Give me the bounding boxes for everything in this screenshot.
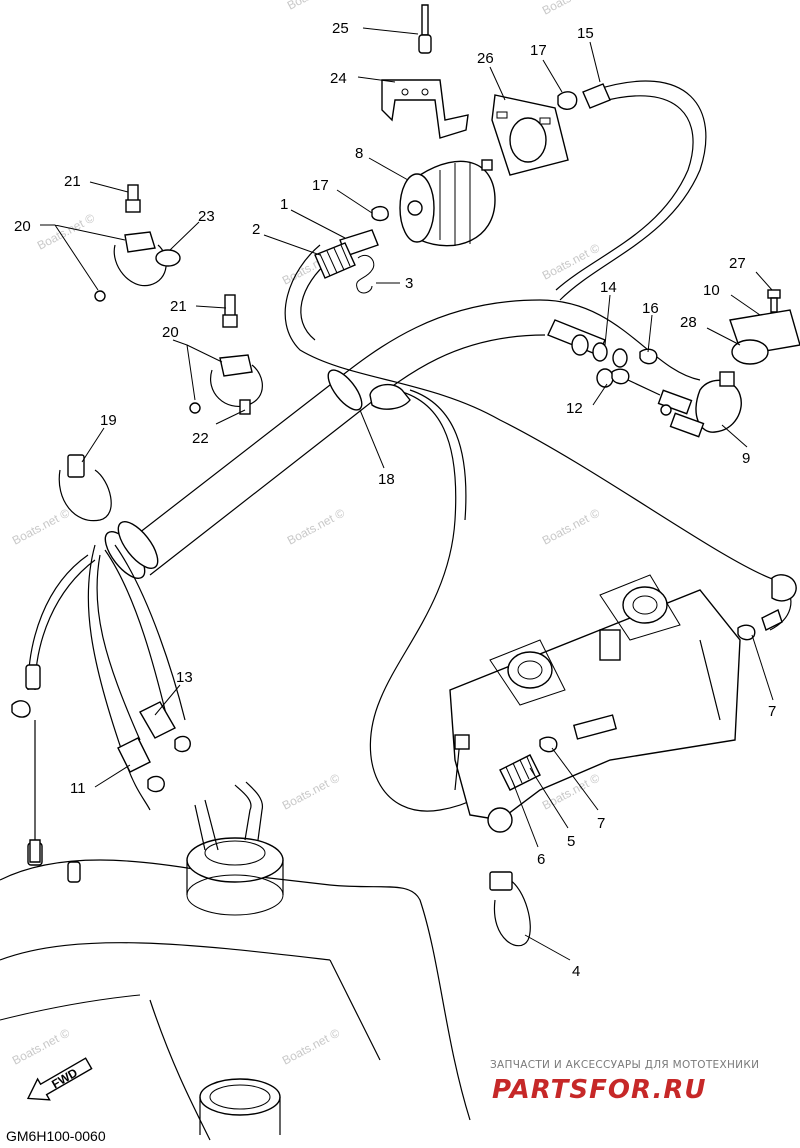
callout-17: 17 xyxy=(312,177,329,194)
callout-11: 11 xyxy=(70,780,86,797)
watermark: Boats.net © xyxy=(540,241,602,283)
callout-16: 16 xyxy=(642,300,659,317)
callout-18: 18 xyxy=(378,471,395,488)
watermark: Boats.net © xyxy=(10,506,72,548)
callout-20: 20 xyxy=(162,324,179,341)
callout-21: 21 xyxy=(170,298,187,315)
callout-8: 8 xyxy=(355,145,363,162)
diagram-code: GM6H100-0060 xyxy=(6,1128,106,1144)
leader-lines xyxy=(40,27,774,961)
callout-23: 23 xyxy=(198,208,215,225)
callout-9: 9 xyxy=(742,450,750,467)
callout-7: 7 xyxy=(768,703,776,720)
brand-subtitle: ЗАПЧАСТИ И АКСЕССУАРЫ ДЛЯ МОТОТЕХНИКИ xyxy=(490,1059,759,1071)
watermark: Boats.net © xyxy=(10,1026,72,1068)
callout-13: 13 xyxy=(176,669,193,686)
callout-6: 6 xyxy=(537,851,545,868)
callout-17: 17 xyxy=(530,42,547,59)
fwd-arrow: FWD xyxy=(26,1057,93,1101)
callout-26: 26 xyxy=(477,50,494,67)
callout-4: 4 xyxy=(572,963,580,980)
callout-24: 24 xyxy=(330,70,347,87)
callout-27: 27 xyxy=(729,255,746,272)
watermark: Boats.net © xyxy=(280,1026,342,1068)
callout-10: 10 xyxy=(703,282,720,299)
callout-2: 2 xyxy=(252,221,260,238)
callout-5: 5 xyxy=(567,833,575,850)
callout-28: 28 xyxy=(680,314,697,331)
callouts: 25 24 26 17 15 8 17 1 2 3 21 20 23 21 20… xyxy=(14,20,776,980)
watermark: Boats.net © xyxy=(540,0,602,18)
callout-21: 21 xyxy=(64,173,81,190)
callout-22: 22 xyxy=(192,430,209,447)
callout-3: 3 xyxy=(405,275,413,292)
watermark: Boats.net © xyxy=(280,771,342,813)
brand-logo: ЗАПЧАСТИ И АКСЕССУАРЫ ДЛЯ МОТОТЕХНИКИ PA… xyxy=(490,1059,759,1105)
callout-15: 15 xyxy=(577,25,594,42)
callout-7: 7 xyxy=(597,815,605,832)
watermark: Boats.net © xyxy=(540,506,602,548)
callout-20: 20 xyxy=(14,218,31,235)
callout-25: 25 xyxy=(332,20,349,37)
callout-19: 19 xyxy=(100,412,117,429)
callout-12: 12 xyxy=(566,400,583,417)
watermark: Boats.net © xyxy=(285,0,347,13)
fuel-hoses xyxy=(25,80,792,840)
callout-1: 1 xyxy=(280,196,288,213)
parts xyxy=(11,4,800,947)
brand-logo-text: PARTSFOR.RU xyxy=(492,1075,706,1105)
watermark: Boats.net © xyxy=(285,506,347,548)
callout-14: 14 xyxy=(600,279,617,296)
fuel-tank xyxy=(0,781,471,1141)
